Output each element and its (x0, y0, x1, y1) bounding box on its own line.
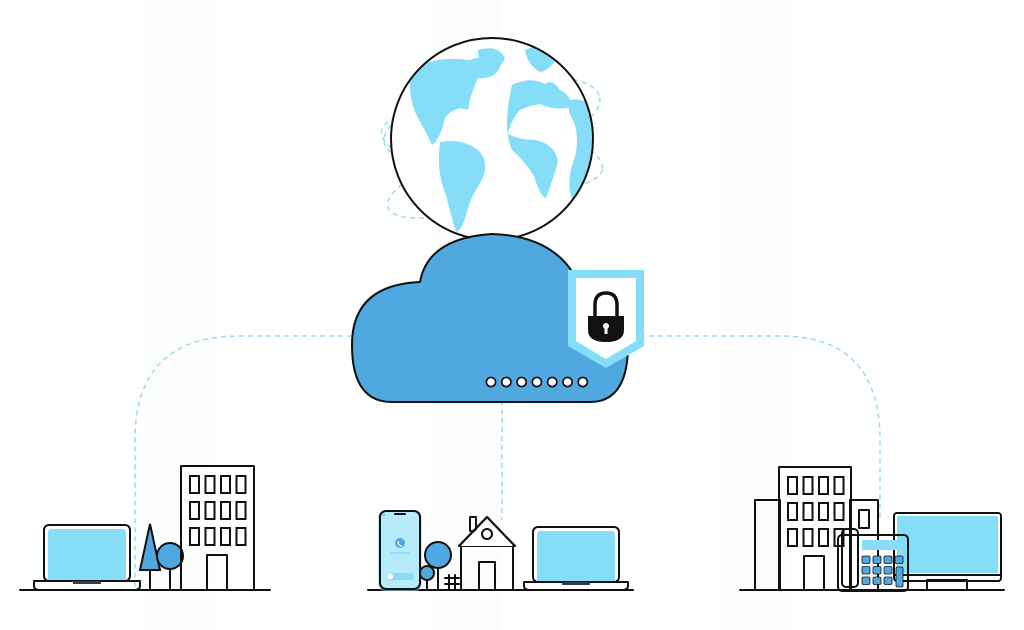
keypad-key (883, 566, 893, 575)
window (204, 501, 216, 520)
window (787, 502, 798, 521)
window (235, 501, 247, 520)
keypad-key (861, 555, 871, 564)
cloud-icon (350, 232, 630, 403)
status-dot (500, 376, 512, 388)
center-location-home (367, 510, 634, 591)
window (818, 502, 829, 521)
keypad-key (872, 555, 882, 564)
desk-phone-icon (837, 528, 909, 592)
window (235, 527, 247, 546)
window (189, 527, 200, 546)
shield-icon (568, 270, 644, 368)
status-dot (577, 376, 589, 388)
keypad-key (861, 576, 871, 585)
window (189, 475, 200, 494)
globe-icon (380, 37, 604, 241)
smartphone-icon (378, 510, 422, 591)
house-icon (458, 516, 516, 591)
connector-lines (134, 335, 881, 590)
office-building-icon (180, 465, 255, 591)
window (802, 502, 814, 521)
right-location-business (739, 466, 1005, 592)
status-dot (531, 376, 543, 388)
window (802, 476, 814, 495)
window (833, 502, 845, 521)
left-location-office (19, 465, 271, 591)
cloud-status-dots (485, 376, 589, 388)
keypad-key (861, 566, 871, 575)
window (787, 528, 798, 547)
status-dot (546, 376, 558, 388)
window (204, 527, 216, 546)
keypad-key (872, 576, 882, 585)
window (220, 527, 231, 546)
laptop-icon (33, 524, 141, 591)
window (235, 475, 247, 494)
tree-icon (419, 541, 452, 591)
status-dot (562, 376, 573, 388)
window (818, 476, 829, 495)
window (802, 528, 814, 547)
window (189, 501, 200, 520)
window (818, 528, 829, 547)
window (787, 476, 798, 495)
window (220, 475, 231, 494)
connector-right (640, 335, 881, 520)
tree-icon (138, 523, 184, 591)
monitor-icon (893, 512, 1002, 591)
laptop-icon (523, 526, 629, 591)
window (220, 501, 231, 520)
window (204, 475, 216, 494)
status-dot (516, 376, 527, 388)
keypad-key (872, 566, 882, 575)
window (833, 476, 845, 495)
lock-icon (588, 291, 624, 342)
keypad-key (894, 555, 904, 564)
fence (444, 574, 460, 591)
connector-left (134, 335, 352, 590)
keypad-key (883, 555, 893, 564)
status-dot (485, 376, 497, 388)
keypad-key (883, 576, 893, 585)
